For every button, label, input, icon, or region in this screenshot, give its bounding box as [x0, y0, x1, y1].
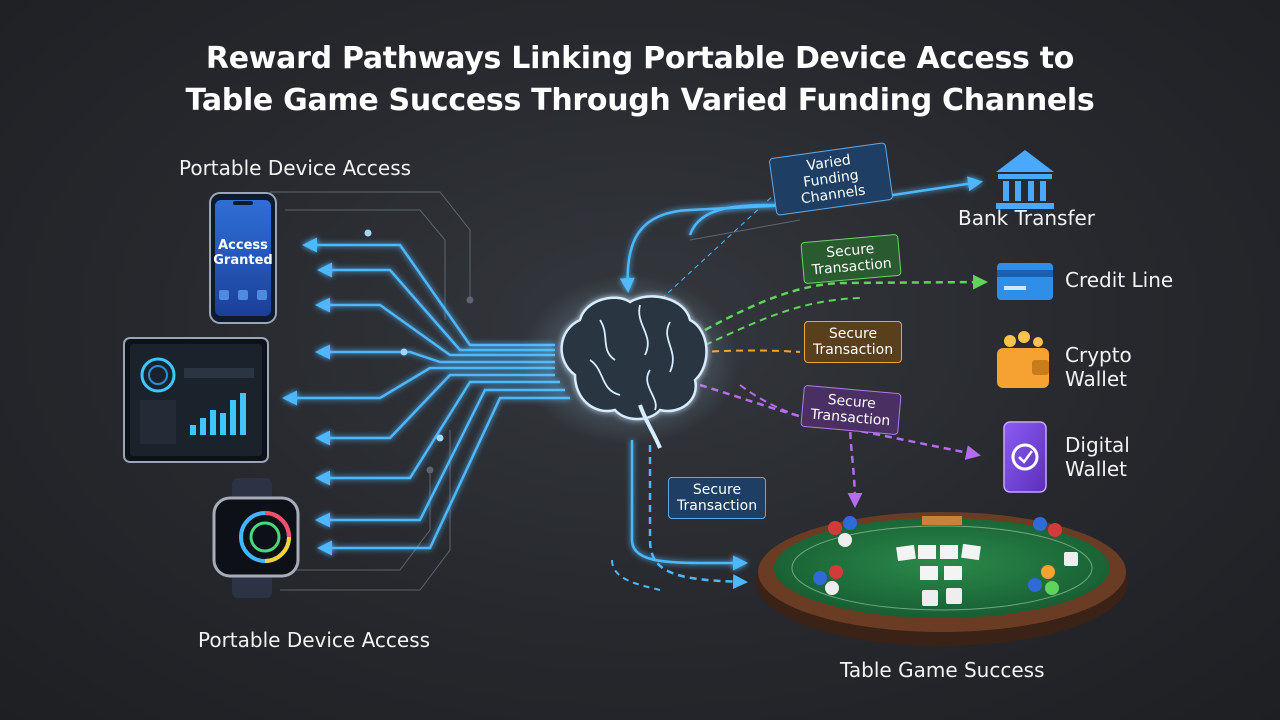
access-granted-text: Access Granted — [211, 238, 275, 268]
title-line-1: Reward Pathways Linking Portable Device … — [205, 41, 1075, 76]
access-line-1: Access — [218, 238, 268, 253]
credit-line-arrow — [704, 274, 988, 332]
table-blue-arrow-2 — [648, 445, 748, 590]
digital-line-2: Wallet — [1065, 457, 1128, 481]
secure-blue-line-2: Transaction — [677, 498, 758, 514]
digital-wallet-label: Digital Wallet — [1065, 433, 1130, 481]
table-blue-arrow-3 — [611, 559, 661, 591]
poker-table — [756, 512, 1128, 646]
devices-bottom-label: Portable Device Access — [198, 628, 431, 652]
diagram-title: Reward Pathways Linking Portable Device … — [0, 38, 1280, 122]
crypto-line-2: Wallet — [1065, 367, 1128, 391]
title-line-2: Table Game Success Through Varied Fundin… — [185, 83, 1095, 118]
table-purple-arrow — [847, 419, 863, 508]
smartwatch-icon — [212, 478, 300, 598]
secure-transaction-blue-tag: Secure Transaction — [668, 477, 766, 519]
table-game-label: Table Game Success — [840, 658, 1045, 682]
smartphone-icon — [209, 192, 277, 324]
digital-wallet-icon — [1003, 421, 1047, 493]
crypto-wallet-icon — [997, 331, 1049, 388]
table-blue-arrow-1 — [630, 440, 748, 571]
credit-card-icon — [997, 263, 1053, 300]
digital-line-1: Digital — [1065, 433, 1130, 457]
device-pathways — [282, 237, 570, 556]
secure-blue-line-1: Secure — [692, 482, 742, 498]
credit-line-label: Credit Line — [1065, 268, 1174, 292]
funding-return-arrow — [619, 203, 791, 293]
circuit-nodes — [364, 229, 444, 442]
purple-extra — [739, 384, 811, 421]
secure-transaction-orange-tag: Secure Transaction — [804, 321, 902, 363]
secure-orange-line-2: Transaction — [813, 342, 894, 358]
secure-orange-line-1: Secure — [828, 326, 878, 342]
crypto-line-1: Crypto — [1065, 343, 1132, 367]
secure-transaction-green-tag: Secure Transaction — [800, 233, 902, 285]
brain-icon — [520, 275, 740, 449]
tablet-icon — [123, 337, 269, 463]
bank-icon — [996, 150, 1054, 209]
access-line-2: Granted — [213, 253, 273, 268]
bank-transfer-label: Bank Transfer — [958, 206, 1096, 230]
secure-transaction-purple-tag: Secure Transaction — [800, 384, 902, 436]
devices-top-label: Portable Device Access — [179, 156, 412, 180]
crypto-wallet-label: Crypto Wallet — [1065, 343, 1132, 391]
